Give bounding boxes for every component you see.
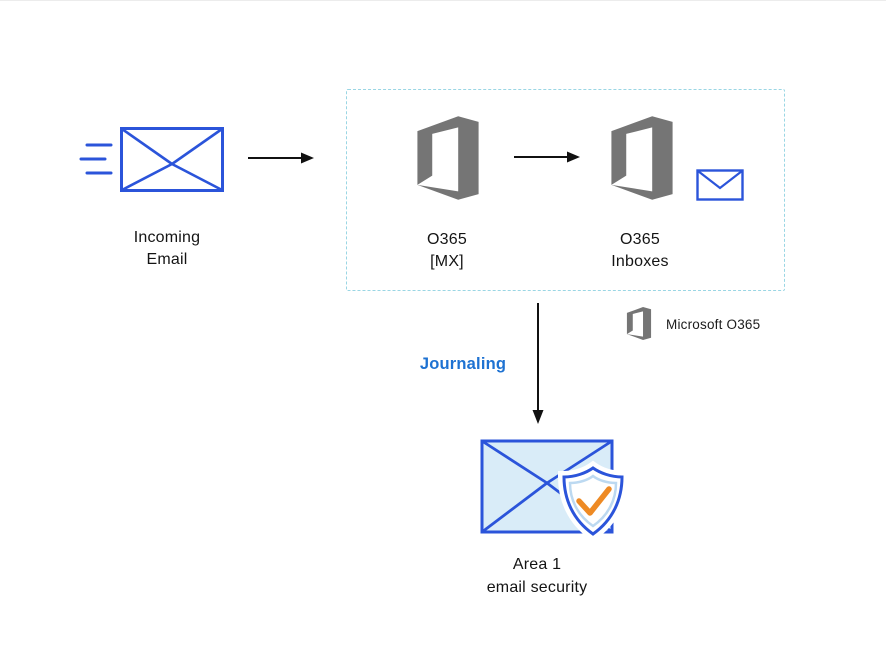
shield-icon (562, 466, 624, 536)
arrow-right-icon (514, 151, 580, 163)
office365-mx-logo-icon (417, 116, 479, 200)
journaling-label: Journaling (419, 355, 507, 373)
arrow-down-icon (532, 303, 544, 424)
envelope-shield-check-icon (480, 439, 628, 539)
inbox-envelope-icon (696, 169, 744, 201)
o365-group-box (346, 89, 785, 291)
microsoft-o365-legend-label: Microsoft O365 (666, 317, 761, 332)
o365-inboxes-label: O365 Inboxes (611, 231, 669, 270)
speed-lines-icon (79, 143, 113, 175)
o365-mx-label: O365 [MX] (427, 231, 467, 270)
incoming-email-label: Incoming Email (133, 229, 201, 268)
microsoft-o365-legend-icon (626, 307, 652, 340)
arrow-right-icon (248, 152, 314, 164)
area1-email-security-label: Area 1 email security (486, 556, 588, 596)
office365-inboxes-logo-icon (611, 116, 673, 200)
check-icon (576, 486, 612, 516)
incoming-envelope-icon (79, 127, 224, 192)
